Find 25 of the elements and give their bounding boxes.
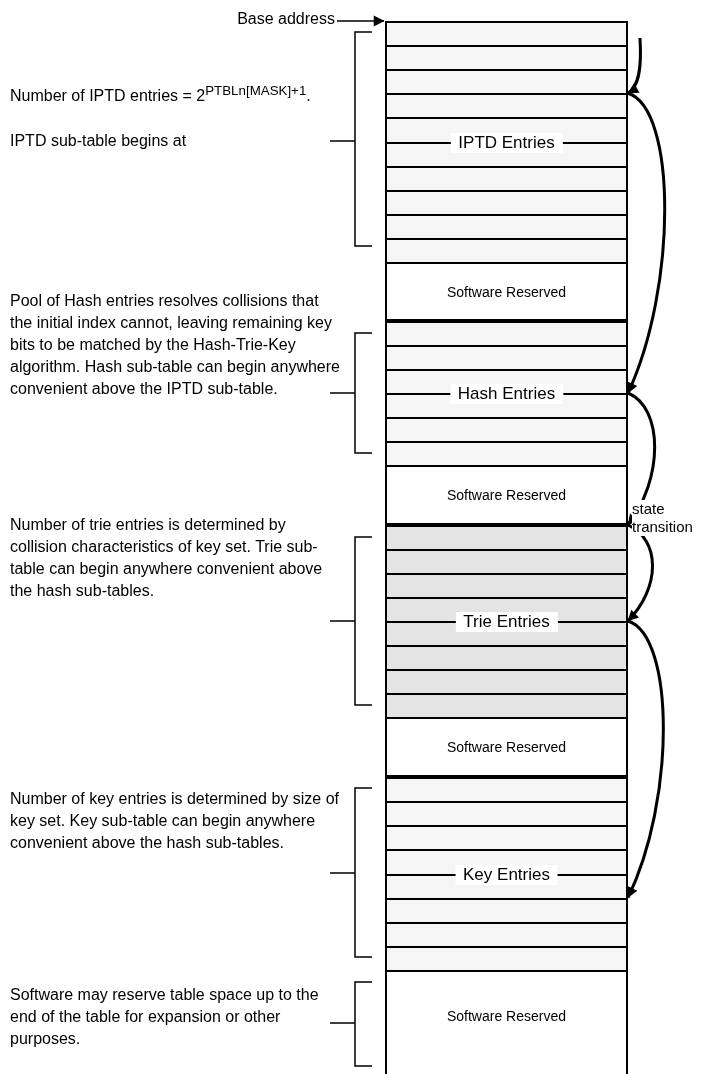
section-label: IPTD Entries xyxy=(450,132,563,153)
description-text: IPTD sub-table begins at xyxy=(10,131,188,151)
reserved-region: Software Reserved xyxy=(385,465,628,525)
table-section xyxy=(385,21,628,262)
arrow xyxy=(626,619,665,899)
table-section xyxy=(385,321,628,465)
section-label: Hash Entries xyxy=(449,384,564,404)
table-section xyxy=(385,525,628,717)
arrow xyxy=(627,37,642,95)
section-label: Key Entries xyxy=(455,864,558,885)
address-label: Base address xyxy=(237,10,335,28)
reserved-region: Software Reserved xyxy=(385,717,628,777)
description-text: Number of key entries is determined by size of key set. Key sub-table can begin anywhere convenient above the hash sub-tables. xyxy=(10,789,341,853)
reserved-region: Software Reserved xyxy=(385,970,628,1074)
arrow xyxy=(336,15,385,27)
reserved-region: Software Reserved xyxy=(385,262,628,321)
arrow xyxy=(626,391,657,526)
table-section xyxy=(385,777,628,970)
description-text: Number of trie entries is determined by collision characteristics of key set. Trie sub-table can begin anywhere convenient above the hash sub-tables. xyxy=(10,515,324,601)
arrow xyxy=(626,523,654,622)
arrow xyxy=(626,92,667,394)
section-label: Trie Entries xyxy=(455,612,558,632)
description-text: Number of IPTD entries = 2$^{PTBLn[MASK]+1}$. xyxy=(10,82,312,107)
description-text: Pool of Hash entries resolves collisions that the initial index cannot, leaving remaining key bits to be matched by the Hash-Trie-Key algorithm. Hash sub-table can begin anywhere convenient above the IPTD sub-table. xyxy=(10,291,341,399)
description-text: Software may reserve table space up to the end of the table for expansion or other purposes. xyxy=(10,985,320,1049)
